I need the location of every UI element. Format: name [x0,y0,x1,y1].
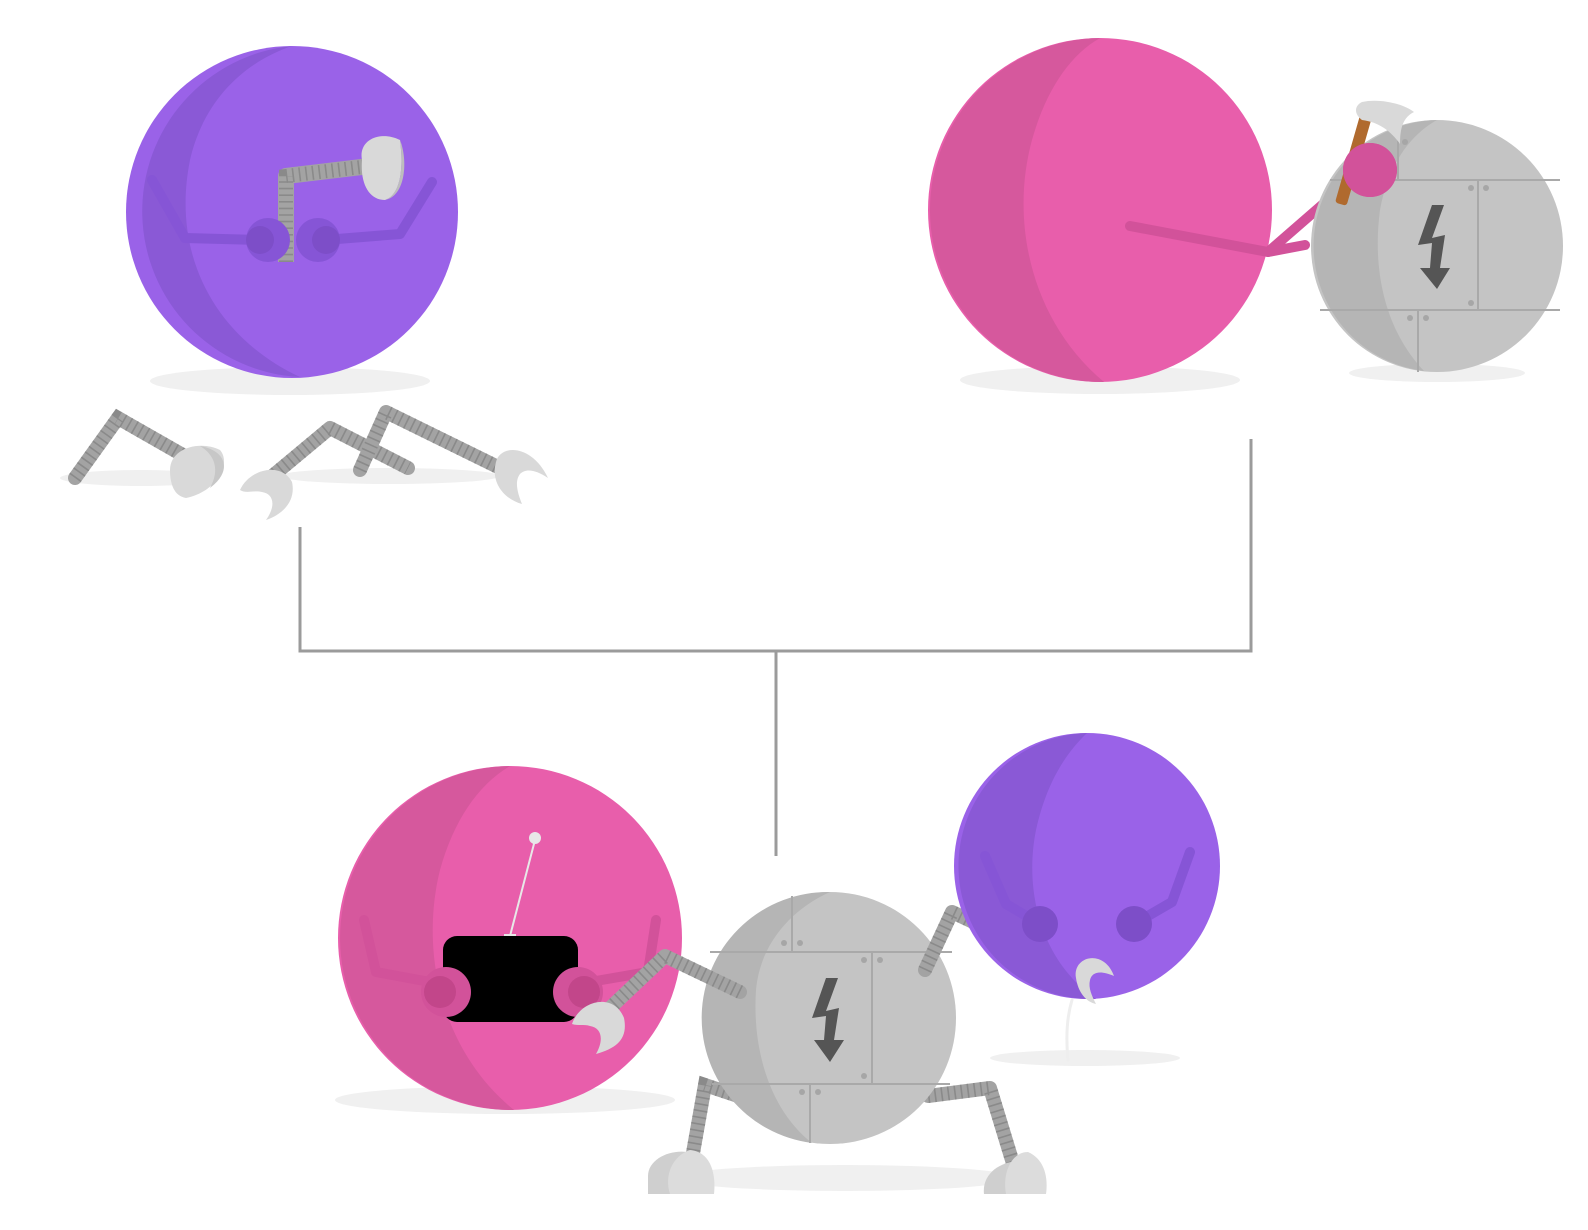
robot-foot-icon [983,1152,1047,1194]
hammer-icon [1335,100,1414,206]
metal-robot-bottom [648,891,1047,1194]
purple-robot-bottom [954,733,1220,1062]
pink-remote-robot [338,766,682,1111]
claw-gripper-icon [240,469,293,520]
lamp-foot-icon [170,445,225,498]
pink-hammer-robot [928,38,1365,383]
claw-gripper-icon [572,1001,625,1054]
purple-lamp-robot [126,46,458,378]
claw-gripper-icon [494,450,548,504]
lightning-bolt-icon [812,978,844,1062]
claw-gripper-icon [1075,958,1114,1004]
detached-robot-arms [68,402,548,520]
robot-foot-icon [648,1150,715,1194]
lamp-head-icon [361,136,405,200]
combination-connector [298,439,1253,856]
lightning-bolt-icon [1418,205,1450,289]
remote-control-icon [443,936,578,1022]
